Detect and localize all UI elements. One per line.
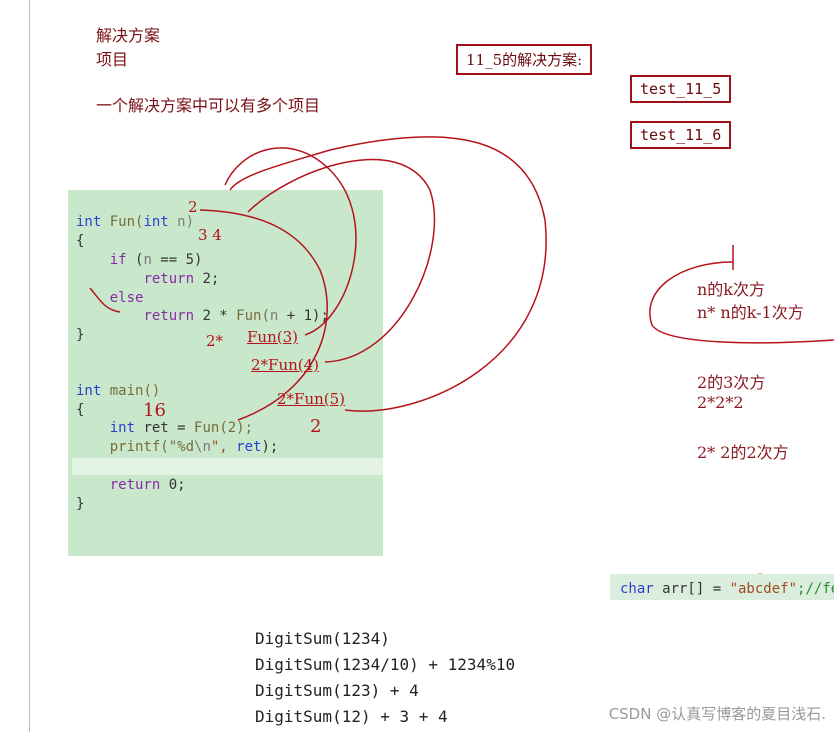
page-margin-line — [29, 0, 30, 732]
note-solution: 解决方案 — [96, 26, 161, 45]
arrow-call-fun2 — [199, 209, 328, 421]
project-box-1: test_11_5 — [630, 75, 732, 103]
anno-fun5: 2*Fun(5) — [277, 390, 346, 408]
anno-34: 3 4 — [198, 226, 222, 244]
code-editor: int Fun(int n) { if (n == 5) return 2; e… — [68, 190, 383, 556]
anno-fun4: 2*Fun(4) — [251, 356, 320, 374]
note-multi-project: 一个解决方案中可以有多个项目 — [96, 96, 321, 115]
digitsum-line-2: DigitSum(1234/10) + 1234%10 — [255, 655, 516, 674]
digitsum-line-4: DigitSum(12) + 3 + 4 — [255, 707, 448, 726]
arrow-return-fun5 — [229, 136, 547, 412]
code-snippet: char arr[] = "abcdef";//fe — [610, 574, 834, 600]
arrow-return-fun3 — [224, 147, 357, 336]
project-box-2: test_11_6 — [630, 121, 732, 149]
solution-box: 11_5的解决方案: — [456, 44, 593, 75]
note-k-minus-1: n* n的k-1次方 — [697, 303, 804, 322]
digitsum-line-3: DigitSum(123) + 4 — [255, 681, 419, 700]
anno-2: 2 — [188, 198, 198, 216]
digitsum-line-1: DigitSum(1234) — [255, 629, 390, 648]
anno-2x: 2* — [206, 332, 224, 350]
note-2-cubed: 2的3次方 — [697, 373, 766, 392]
note-k-power: n的k次方 — [697, 280, 766, 299]
note-2x2x2: 2*2*2 — [697, 393, 744, 412]
anno-fun3: Fun(3) — [247, 328, 298, 346]
arrow-else — [89, 287, 121, 313]
watermark: CSDN @认真写博客的夏目浅石. — [608, 705, 826, 723]
circle-k-power — [649, 261, 834, 344]
note-project: 项目 — [96, 50, 129, 69]
arrow-return-fun4 — [247, 158, 436, 363]
anno-ret2: 2 — [310, 416, 322, 437]
current-line-highlight — [72, 458, 383, 475]
anno-16: 16 — [143, 400, 166, 421]
note-2-times-2-squared: 2* 2的2次方 — [697, 443, 789, 462]
